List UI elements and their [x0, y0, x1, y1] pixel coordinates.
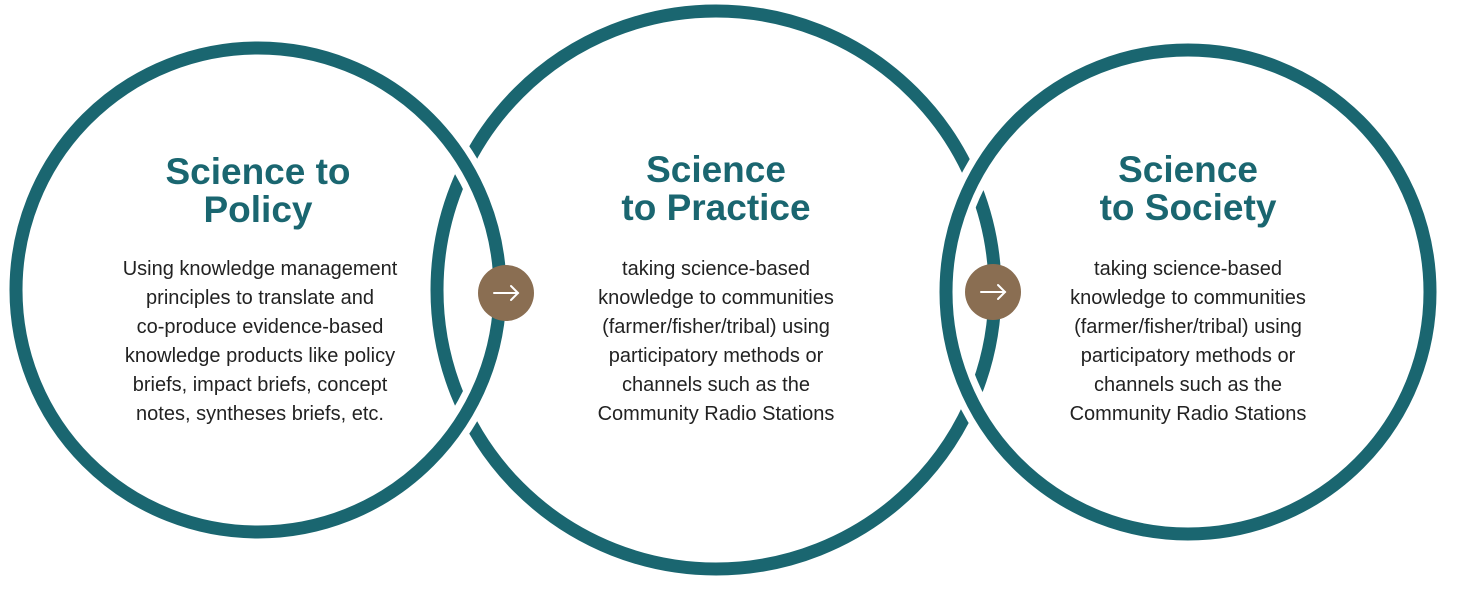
circle-title-science-to-practice: Science to Practice: [566, 151, 866, 227]
body-line: co-produce evidence-based: [136, 316, 384, 338]
title-line: Science: [1118, 149, 1258, 190]
title-line: to Society: [1099, 187, 1277, 228]
circle-title-science-to-society: Science to Society: [1038, 151, 1338, 227]
body-line: taking science-based: [622, 258, 810, 280]
body-line: notes, syntheses briefs, etc.: [136, 403, 384, 425]
body-line: knowledge to communities: [1070, 287, 1306, 309]
circle-description-science-to-society: taking science-based knowledge to commun…: [1028, 255, 1348, 429]
connector-2: [965, 264, 1021, 320]
body-line: Community Radio Stations: [1069, 403, 1307, 425]
body-line: principles to translate and: [146, 287, 374, 309]
circle-title-science-to-policy: Science to Policy: [108, 153, 408, 229]
circle-description-science-to-policy: Using knowledge management principles to…: [100, 255, 420, 429]
body-line: participatory methods or: [1080, 345, 1296, 367]
body-line: (farmer/fisher/tribal) using: [1074, 316, 1302, 338]
body-line: (farmer/fisher/tribal) using: [602, 316, 830, 338]
body-line: participatory methods or: [608, 345, 824, 367]
body-line: channels such as the: [622, 374, 810, 396]
body-line: taking science-based: [1094, 258, 1282, 280]
body-line: Community Radio Stations: [597, 403, 835, 425]
body-line: knowledge products like policy: [124, 345, 396, 367]
body-line: briefs, impact briefs, concept: [132, 374, 388, 396]
circle-description-science-to-practice: taking science-based knowledge to commun…: [556, 255, 876, 429]
body-line: channels such as the: [1094, 374, 1282, 396]
title-line: Science: [646, 149, 786, 190]
title-line: Science to: [165, 151, 351, 192]
connector-1: [478, 265, 534, 321]
arrow-right-icon: [493, 285, 520, 301]
body-line: knowledge to communities: [598, 287, 834, 309]
title-line: Policy: [203, 189, 313, 230]
body-line: Using knowledge management: [122, 258, 398, 280]
title-line: to Practice: [621, 187, 811, 228]
arrow-right-icon: [980, 284, 1007, 300]
ring-science-to-society: [939, 43, 1437, 541]
